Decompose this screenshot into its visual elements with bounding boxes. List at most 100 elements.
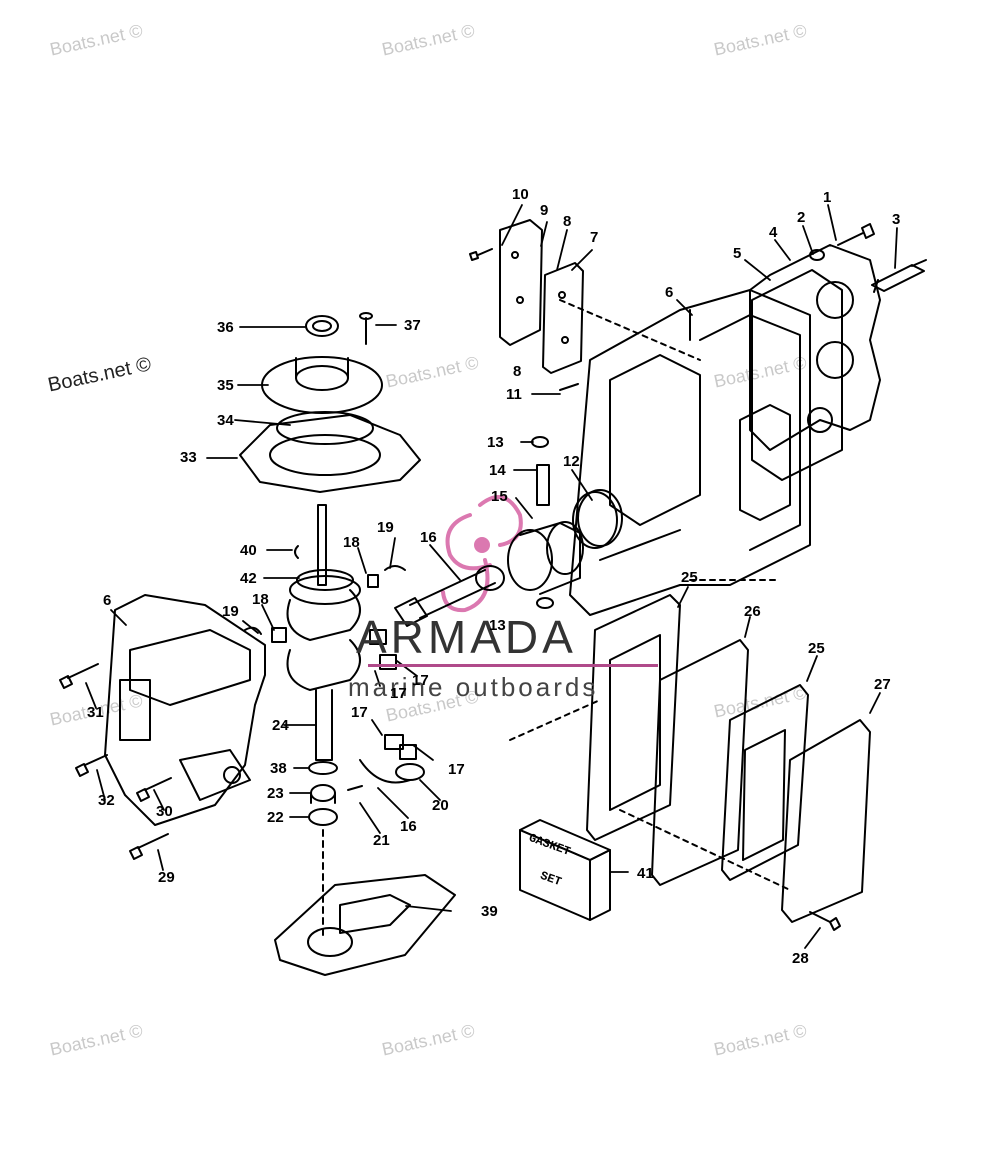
dashed-guide <box>619 809 791 891</box>
callout-28: 28 <box>792 950 809 967</box>
callout-22: 22 <box>267 809 284 826</box>
callout-38: 38 <box>270 760 287 777</box>
head-gasket <box>751 269 843 481</box>
pin-11 <box>559 383 579 391</box>
stator-plate-33 <box>239 414 421 493</box>
callout-19: 19 <box>377 519 394 536</box>
callout-1: 1 <box>823 189 832 206</box>
callout-17: 17 <box>448 761 465 778</box>
callout-18: 18 <box>252 591 269 608</box>
bracket-9 <box>499 219 543 346</box>
callout-2: 2 <box>797 209 806 226</box>
wrist-pin <box>536 464 550 506</box>
callout-9: 9 <box>540 202 549 219</box>
callout-17: 17 <box>412 672 429 689</box>
callout-17: 17 <box>351 704 368 721</box>
callout-31: 31 <box>87 704 104 721</box>
crankcase <box>104 594 266 826</box>
head-bolt <box>837 223 875 246</box>
needle-bearing-18b <box>271 627 287 643</box>
callout-16: 16 <box>400 818 417 835</box>
callout-14: 14 <box>489 462 506 479</box>
retainer-19b <box>244 626 262 635</box>
retainer-19a <box>384 565 406 571</box>
callout-21: 21 <box>373 832 390 849</box>
circlip-13b <box>536 597 554 609</box>
brand-name: ARMADA <box>356 611 577 663</box>
bearing-retainer-42 <box>296 569 354 591</box>
screw-37 <box>359 312 373 345</box>
exhaust-cover-27 <box>781 719 871 923</box>
piston <box>507 521 584 595</box>
gasket-25b <box>721 684 809 881</box>
callout-10: 10 <box>512 186 529 203</box>
callout-16: 16 <box>420 529 437 546</box>
callout-35: 35 <box>217 377 234 394</box>
washer <box>809 249 825 261</box>
callout-13: 13 <box>487 434 504 451</box>
cage-17b <box>384 734 417 760</box>
spark-plug <box>871 259 927 293</box>
callout-18: 18 <box>343 534 360 551</box>
cylinder-head <box>749 244 881 451</box>
bracket-7 <box>542 262 584 374</box>
cylinder-block <box>569 289 811 616</box>
lockring-20 <box>395 763 425 781</box>
callout-3: 3 <box>892 211 901 228</box>
bolt-30 <box>136 777 172 802</box>
bolt-31 <box>59 663 99 689</box>
callout-13: 13 <box>489 617 506 634</box>
dashed-guide <box>509 699 601 741</box>
callout-24: 24 <box>272 717 289 734</box>
dashed-guide <box>559 299 701 361</box>
callout-4: 4 <box>769 224 778 241</box>
brand-rule <box>368 664 658 667</box>
brand-tagline: marine outboards <box>348 672 599 702</box>
callout-32: 32 <box>98 792 115 809</box>
leader-lines <box>85 204 898 949</box>
callout-29: 29 <box>158 869 175 886</box>
callout-36: 36 <box>217 319 234 336</box>
callout-26: 26 <box>744 603 761 620</box>
connecting-rod <box>394 565 505 627</box>
callout-15: 15 <box>491 488 508 505</box>
gasket-34 <box>276 411 374 445</box>
callout-8: 8 <box>563 213 572 230</box>
callout-5: 5 <box>733 245 742 262</box>
oil-seal-36 <box>305 315 339 337</box>
callout-41: 41 <box>637 865 654 882</box>
rod-cap-16 <box>359 759 411 784</box>
key-40 <box>294 545 299 559</box>
callout-30: 30 <box>156 803 173 820</box>
callout-40: 40 <box>240 542 257 559</box>
brand-logo <box>441 495 523 613</box>
bearing-housing-35 <box>261 356 383 414</box>
o-ring-38 <box>308 761 338 775</box>
callout-8: 8 <box>513 363 522 380</box>
bearing-23 <box>310 784 336 804</box>
gasket-26 <box>651 639 749 886</box>
callout-6: 6 <box>665 284 674 301</box>
piston-ring <box>572 489 623 549</box>
callout-25: 25 <box>808 640 825 657</box>
gasket-25a <box>586 594 681 841</box>
needle-bearing-18a <box>367 574 379 588</box>
callout-20: 20 <box>432 797 449 814</box>
callout-27: 27 <box>874 676 891 693</box>
callout-37: 37 <box>404 317 421 334</box>
callout-11: 11 <box>506 386 522 403</box>
callout-7: 7 <box>590 229 599 246</box>
gasket-set-box <box>519 819 611 921</box>
base-gasket-39 <box>274 874 456 976</box>
bolt-28 <box>809 911 841 931</box>
oil-seal-22 <box>308 808 338 826</box>
callout-23: 23 <box>267 785 284 802</box>
callout-6: 6 <box>103 592 112 609</box>
callout-42: 42 <box>240 570 257 587</box>
callout-12: 12 <box>563 453 580 470</box>
circlip-13 <box>531 436 549 448</box>
callout-19: 19 <box>222 603 239 620</box>
bolt-29 <box>129 833 169 860</box>
callout-33: 33 <box>180 449 197 466</box>
